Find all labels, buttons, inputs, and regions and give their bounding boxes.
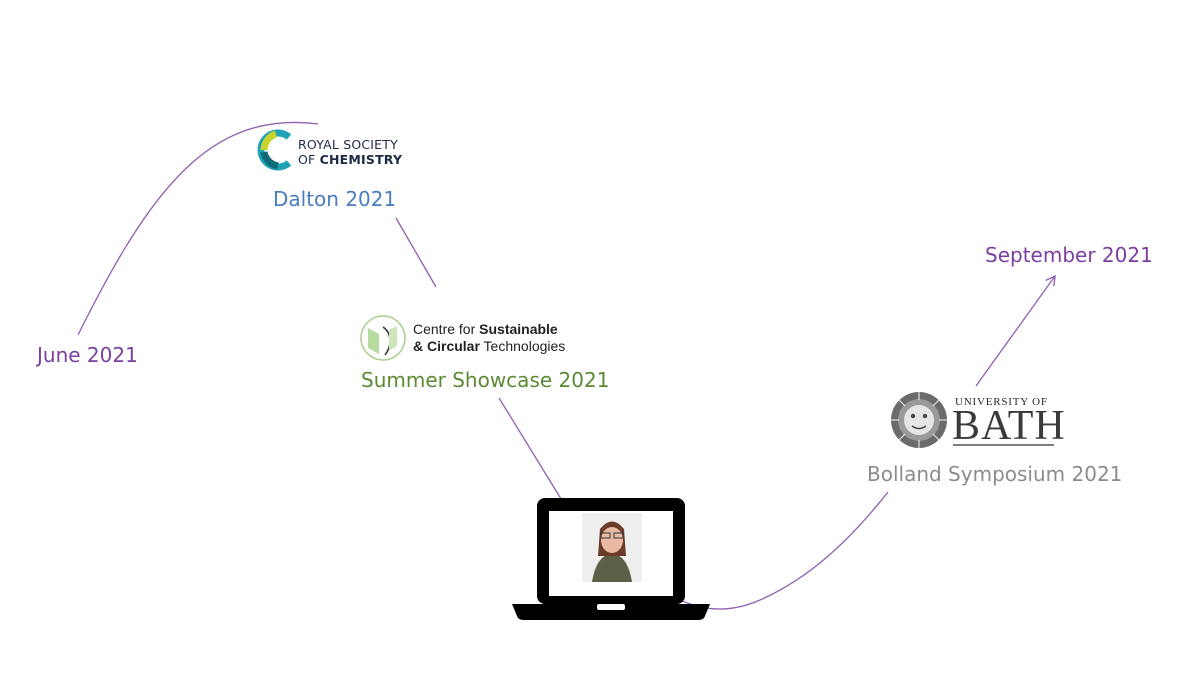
csct-logo-line2-bold: & Circular	[413, 338, 480, 354]
timeline-segment-june-dalton	[77, 121, 319, 336]
timeline-segment-dalton-summer	[395, 217, 437, 288]
rsc-logo-icon	[257, 129, 292, 171]
presenter-photo	[582, 513, 642, 582]
csct-logo-line2-suffix: Technologies	[479, 338, 566, 354]
label-summer-showcase-2021: Summer Showcase 2021	[361, 368, 610, 392]
bath-logo-line2: BATH	[952, 403, 1066, 449]
label-dalton-2021: Dalton 2021	[273, 187, 397, 211]
csct-logo-line2: & Circular Technologies	[413, 338, 565, 355]
rsc-logo-line1: ROYAL SOCIETY	[298, 137, 398, 152]
rsc-logo-line2: OF CHEMISTRY	[298, 152, 402, 167]
csct-logo-line1: Centre for Sustainable	[413, 321, 565, 338]
timeline-segment-bolland-september-arrow	[975, 274, 1056, 387]
label-june-2021: June 2021	[37, 343, 138, 367]
rsc-logo-line2-bold: CHEMISTRY	[319, 152, 403, 167]
bath-seal-icon	[891, 392, 947, 448]
csct-logo: Centre for Sustainable & Circular Techno…	[413, 321, 565, 355]
rsc-logo: ROYAL SOCIETY OF CHEMISTRY	[298, 137, 402, 167]
bath-logo-line1: UNIVERSITY OF	[955, 396, 1048, 408]
csct-logo-icon	[360, 315, 406, 361]
csct-logo-line1-bold: Sustainable	[479, 321, 558, 337]
label-bolland-symposium-2021: Bolland Symposium 2021	[867, 462, 1123, 486]
rsc-logo-line2-prefix: OF	[298, 152, 320, 167]
csct-logo-line1-prefix: Centre for	[413, 321, 480, 337]
label-september-2021: September 2021	[985, 243, 1153, 267]
